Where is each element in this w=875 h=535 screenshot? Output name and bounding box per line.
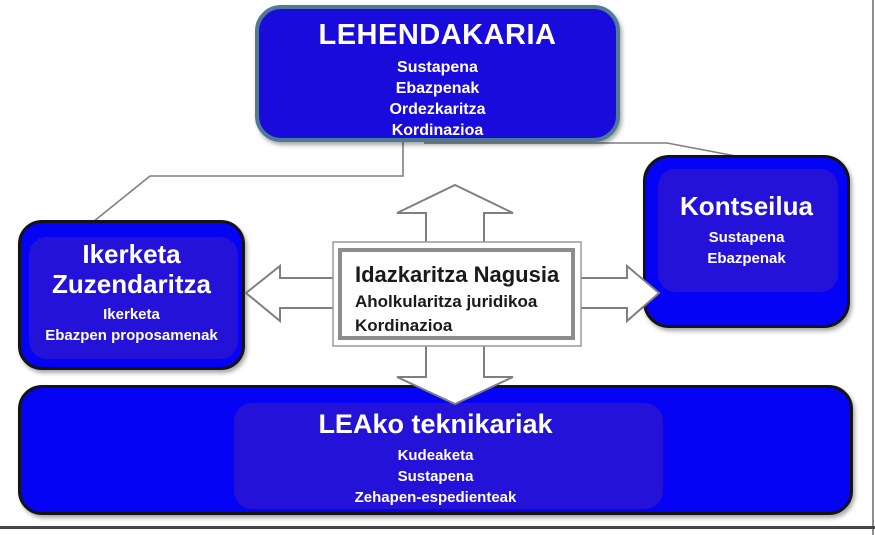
node-item: Sustapena	[708, 229, 785, 246]
inner-panel	[29, 237, 238, 359]
inner-panel	[234, 403, 663, 509]
node-idazkaritza-nagusia: Idazkaritza Nagusia Aholkularitza juridi…	[338, 248, 575, 340]
connector-line-left	[87, 141, 404, 227]
slide-right-border	[872, 0, 874, 535]
inner-panel	[658, 169, 838, 292]
node-lehendakaria-title: LEHENDAKARIA	[318, 19, 557, 51]
node-item: Ebazpenak	[707, 250, 786, 267]
node-item: Ordezkaritza	[389, 101, 486, 118]
node-idazkaritza-nagusia-title: Idazkaritza Nagusia	[355, 262, 560, 287]
node-item: Kordinazioa	[391, 122, 484, 139]
node-leako-teknikariak-title: LEAko teknikariak	[318, 409, 553, 439]
node-item: Sustapena	[397, 59, 478, 76]
node-item: Kudeaketa	[397, 447, 474, 464]
node-item: Ebazpen proposamenak	[45, 327, 218, 344]
node-item: Ebazpenak	[395, 80, 480, 97]
node-item: Aholkularitza juridikoa	[355, 292, 538, 311]
node-item: Kordinazioa	[355, 316, 453, 335]
node-item: Sustapena	[397, 468, 474, 485]
slide-bottom-border	[0, 526, 875, 529]
node-kontseilua-title: Kontseilua	[680, 191, 813, 221]
node-item: Ikerketa	[103, 306, 160, 323]
node-item: Zehapen-espedienteak	[354, 489, 517, 506]
node-ikerketa-zuzendaritza-title: Ikerketa Zuzendaritza	[52, 239, 211, 299]
